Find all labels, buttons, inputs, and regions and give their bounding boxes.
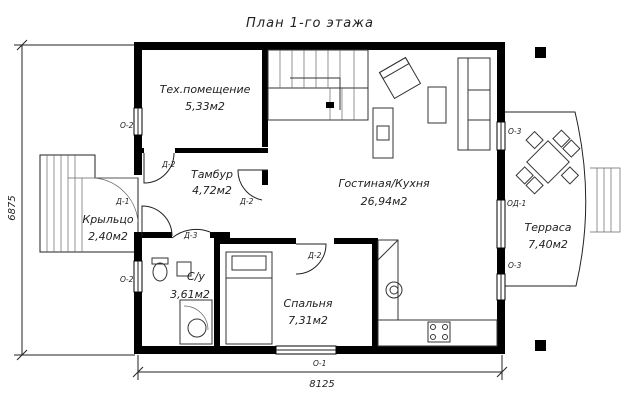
opening-label: Д-1: [115, 197, 129, 206]
room-terrace-area: 7,40м2: [528, 238, 568, 251]
opening-label: Д-2: [161, 160, 176, 169]
living-furniture: [372, 56, 491, 159]
bathroom-fixtures: [151, 257, 213, 345]
dimension-height: 6875: [7, 39, 135, 361]
room-wc-area: 3,61м2: [170, 288, 210, 301]
room-living-area: 26,94м2: [361, 195, 408, 208]
stairs: [267, 49, 369, 121]
column-top-right: [535, 47, 546, 58]
room-living-name: Гостиная/Кухня: [338, 177, 430, 190]
kitchen: [377, 239, 498, 347]
opening-label: О-3: [508, 127, 522, 136]
opening-label: Д-2: [239, 197, 254, 206]
room-tech-name: Тех.помещение: [160, 83, 251, 96]
room-terrace-name: Терраса: [525, 221, 572, 234]
opening-label: О-2: [120, 121, 134, 130]
room-tambur-name: Тамбур: [191, 168, 233, 181]
dimension-width-label: 8125: [309, 379, 334, 390]
dimension-width: 8125: [132, 355, 508, 390]
dimension-height-label: 6875: [7, 195, 18, 220]
opening-label: О-1: [313, 359, 326, 368]
terrace-table: [515, 129, 581, 195]
room-bedroom-name: Спальня: [284, 297, 333, 310]
opening-label: О-3: [508, 261, 522, 270]
bed: [225, 251, 273, 345]
plan-title: План 1-го этажа: [246, 16, 374, 31]
room-tech-area: 5,33м2: [185, 100, 225, 113]
room-bedroom-area: 7,31м2: [288, 314, 328, 327]
room-tambur-area: 4,72м2: [192, 184, 232, 197]
terrace: [503, 111, 621, 287]
porch-steps: [39, 154, 139, 253]
windows: [133, 107, 506, 355]
opening-label: ОД-1: [507, 199, 526, 208]
doors: [141, 152, 327, 275]
room-porch-name: Крыльцо: [82, 213, 133, 226]
room-porch-area: 2,40м2: [88, 230, 128, 243]
opening-label: Д-2: [307, 251, 322, 260]
column-bottom-right: [535, 340, 546, 351]
opening-label: Д-3: [183, 231, 198, 240]
room-wc-name: С/у: [187, 270, 205, 283]
opening-label: О-2: [120, 275, 134, 284]
